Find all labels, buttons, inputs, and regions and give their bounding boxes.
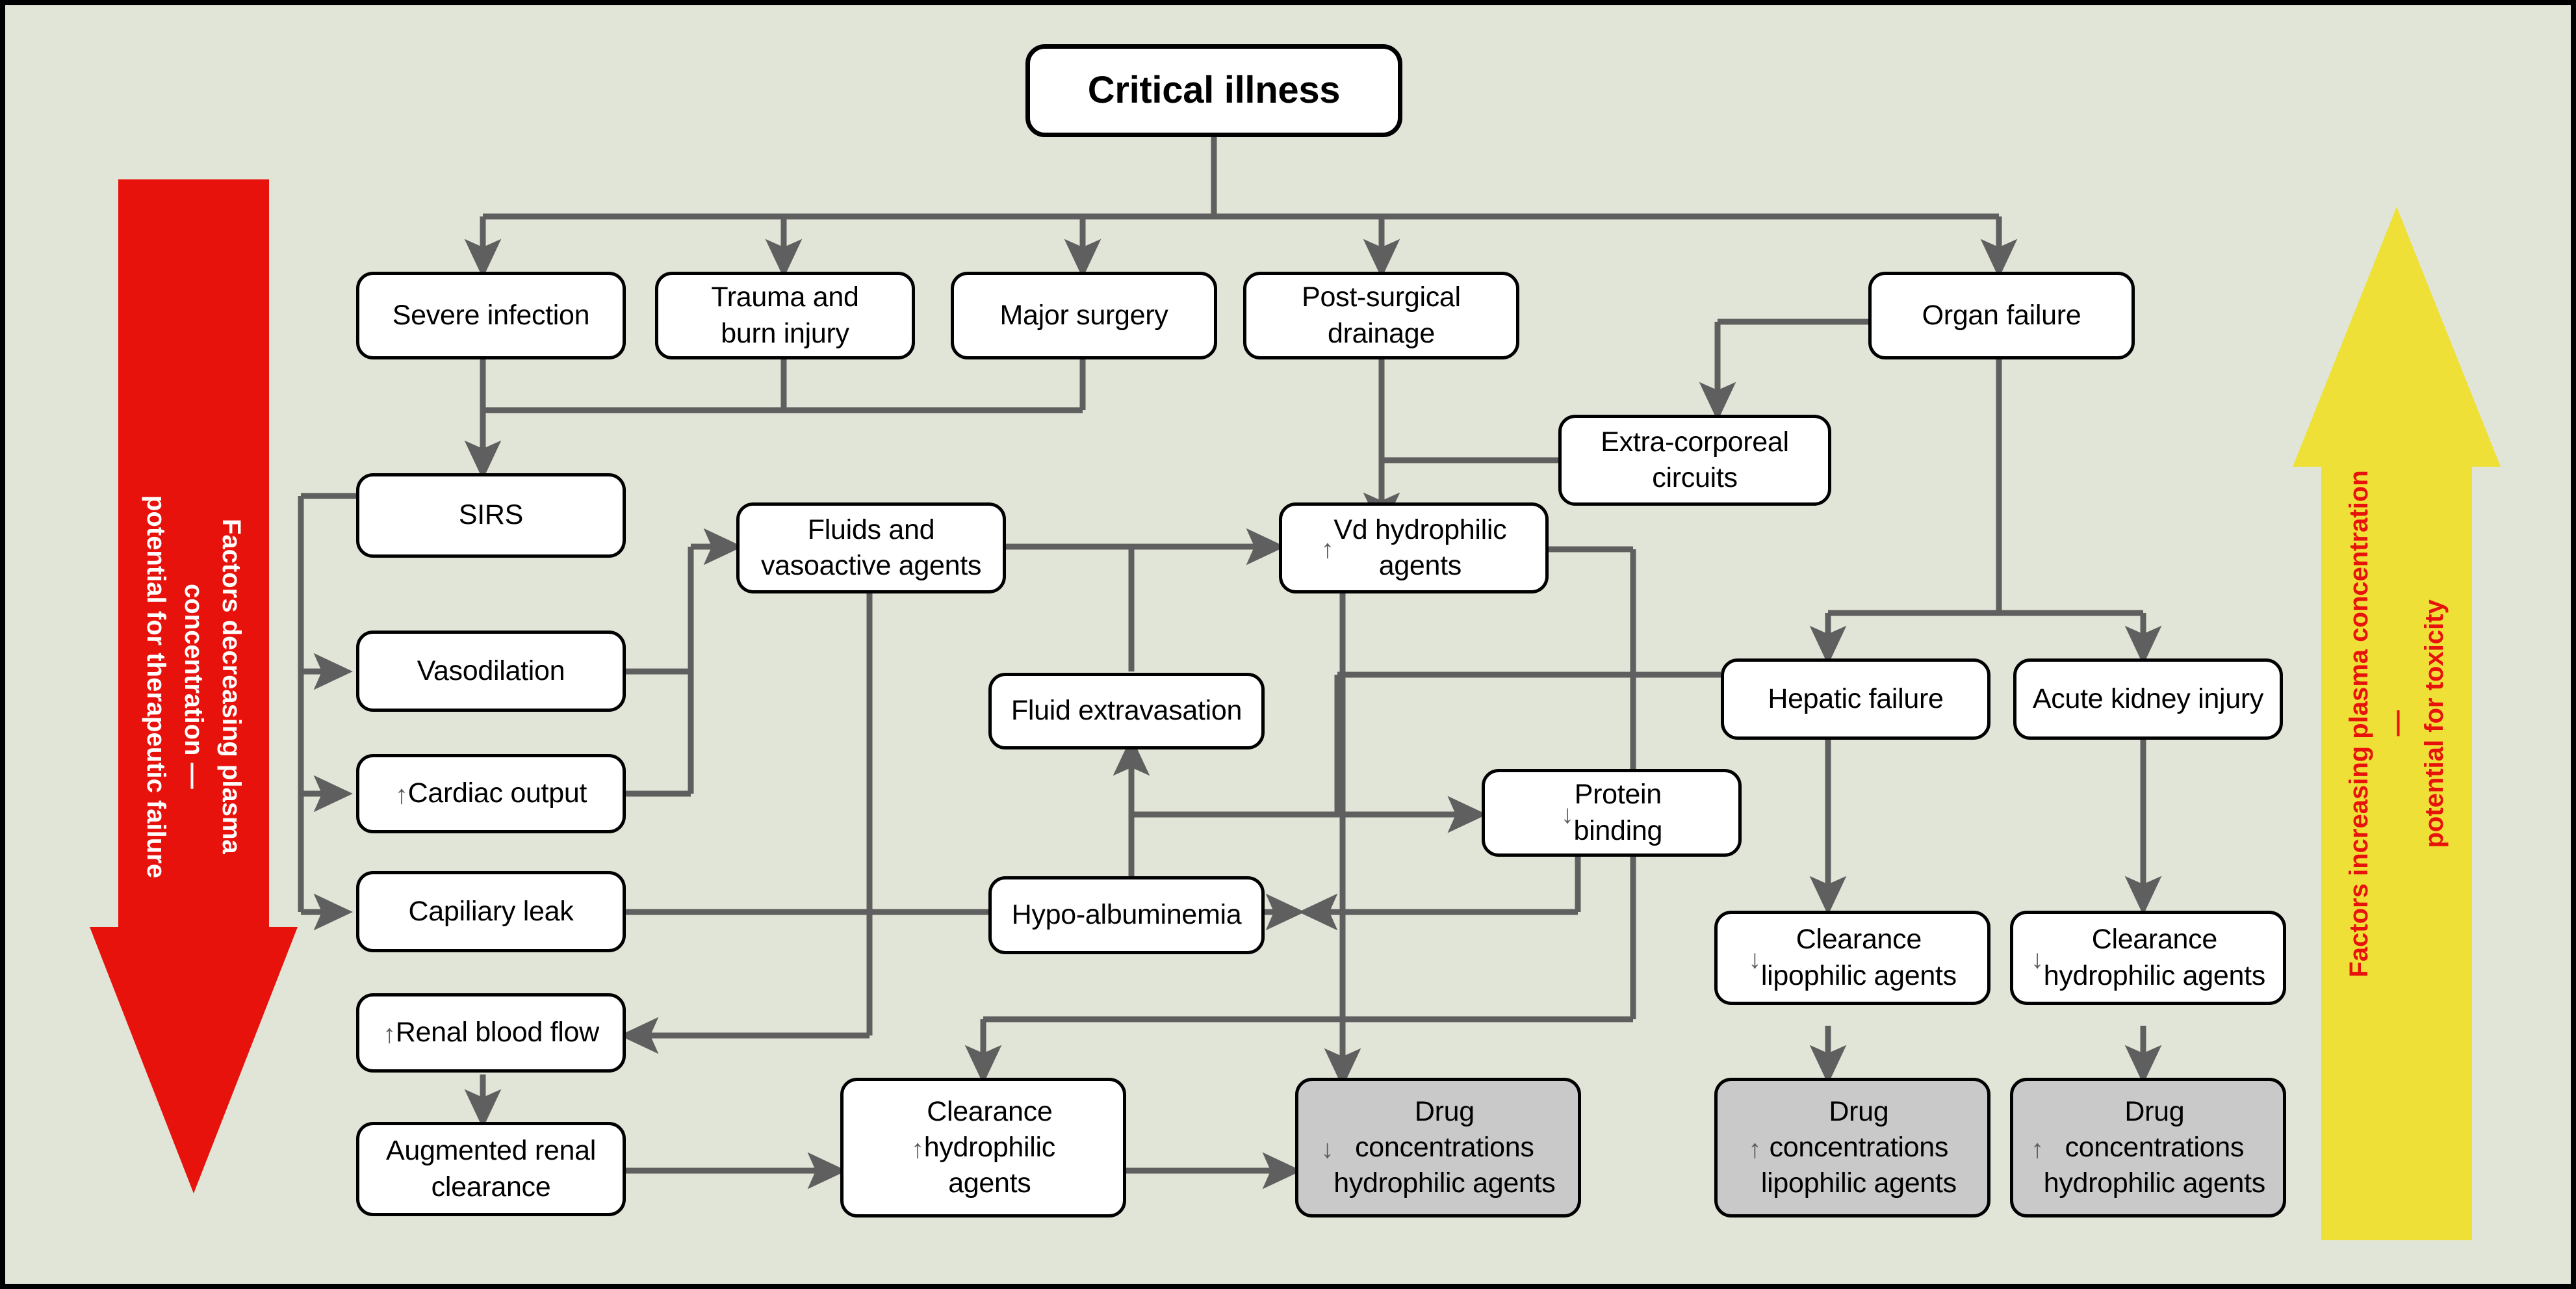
node-sirs[interactable]: SIRS xyxy=(356,473,626,558)
node-vd-hydrophilic-agents[interactable]: ↑ Vd hydrophilic agents xyxy=(1279,502,1549,593)
node-protein-binding-label: Protein binding xyxy=(1573,779,1663,846)
node-organ-failure[interactable]: Organ failure xyxy=(1868,272,2135,359)
node-fluid-extravasation-label: Fluid extravasation xyxy=(1011,695,1243,727)
node-hepatic-failure[interactable]: Hepatic failure xyxy=(1721,658,1990,740)
node-renal-blood-flow[interactable]: ↑ Renal blood flow xyxy=(356,993,626,1073)
node-extracorporeal-circuits[interactable]: Extra-corporeal circuits xyxy=(1558,415,1831,506)
node-hypoalbuminemia-label: Hypo-albuminemia xyxy=(1011,899,1242,931)
node-major-surgery[interactable]: Major surgery xyxy=(951,272,1217,359)
red-down-arrow-shape xyxy=(90,179,298,1193)
diagram-canvas: Factors decreasing plasma concentration … xyxy=(5,5,2571,1284)
node-drug-concentrations-hydrophilic-increased-label: Drug concentrations hydrophilic agents xyxy=(2043,1095,2266,1199)
node-drug-concentrations-hydrophilic-decreased-label: Drug concentrations hydrophilic agents xyxy=(1333,1095,1556,1199)
node-vasodilation-label: Vasodilation xyxy=(417,655,565,686)
increasing-concentration-arrow: Factors increasing plasma concentration … xyxy=(2293,207,2501,1240)
increasing-concentration-label: Factors increasing plasma concentration … xyxy=(2345,469,2449,978)
node-fluid-extravasation[interactable]: Fluid extravasation xyxy=(988,673,1265,749)
node-severe-infection-label: Severe infection xyxy=(392,299,590,331)
node-renal-blood-flow-label: Renal blood flow xyxy=(395,1017,599,1048)
node-capillary-leak-label: Capiliary leak xyxy=(408,895,574,927)
node-critical-illness[interactable]: Critical illness xyxy=(1025,44,1402,137)
node-acute-kidney-injury[interactable]: Acute kidney injury xyxy=(2013,658,2283,740)
node-clearance-lipophilic-decreased[interactable]: ↓ Clearance lipophilic agents xyxy=(1714,911,1990,1005)
node-hepatic-failure-label: Hepatic failure xyxy=(1768,683,1944,714)
decreasing-concentration-arrow: Factors decreasing plasma concentration … xyxy=(90,179,298,1193)
node-vd-hydrophilic-agents-label: Vd hydrophilic agents xyxy=(1333,514,1507,581)
node-cardiac-output[interactable]: ↑ Cardiac output xyxy=(356,754,626,833)
node-post-surgical-drainage-label: Post-surgical drainage xyxy=(1302,281,1461,349)
node-clearance-hydrophilic-increased-label: Clearance hydrophilic agents xyxy=(923,1095,1056,1199)
node-organ-failure-label: Organ failure xyxy=(1922,299,2081,331)
node-augmented-renal-clearance[interactable]: Augmented renal clearance xyxy=(356,1122,626,1216)
node-capillary-leak[interactable]: Capiliary leak xyxy=(356,871,626,952)
node-severe-infection[interactable]: Severe infection xyxy=(356,272,626,359)
yellow-up-arrow-shape xyxy=(2293,207,2501,1240)
node-drug-concentrations-lipophilic-increased[interactable]: ↑ Drug concentrations lipophilic agents xyxy=(1714,1078,1990,1217)
node-clearance-lipophilic-decreased-label: Clearance lipophilic agents xyxy=(1760,924,1957,991)
node-trauma-burn-injury[interactable]: Trauma and burn injury xyxy=(655,272,915,359)
node-post-surgical-drainage[interactable]: Post-surgical drainage xyxy=(1243,272,1519,359)
node-augmented-renal-clearance-label: Augmented renal clearance xyxy=(386,1135,596,1203)
node-critical-illness-label: Critical illness xyxy=(1087,69,1341,112)
node-clearance-hydrophilic-decreased[interactable]: ↓ Clearance hydrophilic agents xyxy=(2010,911,2286,1005)
node-sirs-label: SIRS xyxy=(458,499,524,531)
node-fluids-vasoactive-agents-label: Fluids and vasoactive agents xyxy=(760,514,982,581)
decreasing-concentration-label: Factors decreasing plasma concentration … xyxy=(142,495,246,878)
node-acute-kidney-injury-label: Acute kidney injury xyxy=(2032,683,2264,714)
node-protein-binding[interactable]: ↓ Protein binding xyxy=(1482,769,1742,857)
node-clearance-hydrophilic-increased[interactable]: ↑ Clearance hydrophilic agents xyxy=(840,1078,1126,1217)
node-clearance-hydrophilic-decreased-label: Clearance hydrophilic agents xyxy=(2043,924,2266,991)
node-cardiac-output-label: Cardiac output xyxy=(407,777,587,809)
node-fluids-vasoactive-agents[interactable]: Fluids and vasoactive agents xyxy=(736,502,1006,593)
node-drug-concentrations-hydrophilic-increased[interactable]: ↑ Drug concentrations hydrophilic agents xyxy=(2010,1078,2286,1217)
node-major-surgery-label: Major surgery xyxy=(999,299,1168,331)
node-hypoalbuminemia[interactable]: Hypo-albuminemia xyxy=(988,876,1265,954)
node-extracorporeal-circuits-label: Extra-corporeal circuits xyxy=(1601,426,1789,493)
node-drug-concentrations-hydrophilic-decreased[interactable]: ↓ Drug concentrations hydrophilic agents xyxy=(1295,1078,1581,1217)
node-vasodilation[interactable]: Vasodilation xyxy=(356,631,626,712)
node-trauma-burn-injury-label: Trauma and burn injury xyxy=(711,281,859,349)
node-drug-concentrations-lipophilic-increased-label: Drug concentrations lipophilic agents xyxy=(1760,1095,1957,1199)
